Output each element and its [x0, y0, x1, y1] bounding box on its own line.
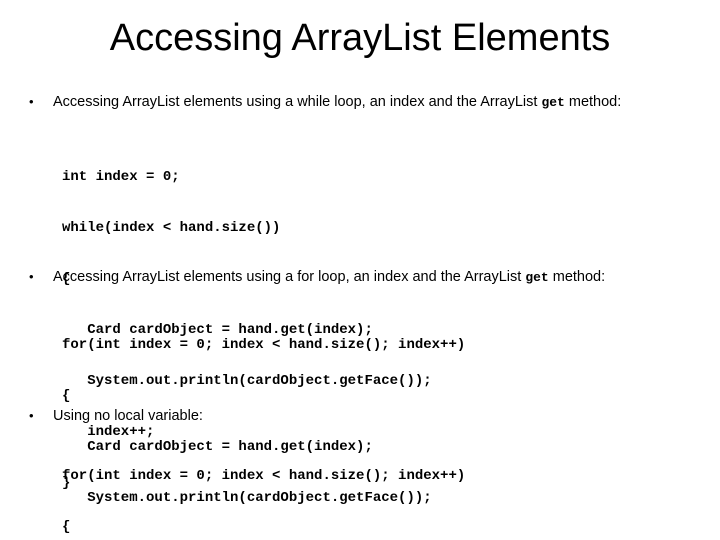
code-line: System.out.println(cardObject.getFace())… — [62, 490, 432, 506]
inline-code-keyword: get — [525, 270, 549, 285]
code-line: while(index < hand.size()) — [62, 220, 281, 236]
code-line: int index = 0; — [62, 169, 180, 185]
bullet-text-prefix: Accessing ArrayList elements using a whi… — [53, 94, 542, 110]
code-line: Card cardObject = hand.get(index); — [62, 439, 373, 455]
bullet-text-suffix: method: — [548, 269, 606, 285]
bullet-text: Using no local variable: — [53, 408, 203, 424]
bullet-text-prefix: Accessing ArrayList elements using a for… — [53, 269, 526, 285]
code-line: for(int index = 0; index < hand.size(); … — [62, 468, 466, 484]
code-block-while-loop: int index = 0; while(index < hand.size()… — [62, 135, 432, 526]
inline-code-keyword: get — [541, 95, 565, 110]
bullet-item-no-local-variable: • Using no local variable: — [29, 407, 712, 425]
bullet-text-suffix: method: — [564, 94, 622, 110]
code-line: { — [62, 388, 71, 404]
bullet-icon: • — [29, 408, 34, 423]
bullet-icon: • — [29, 94, 34, 109]
code-line: System.out.println(cardObject.getFace())… — [62, 373, 432, 389]
code-line: { — [62, 519, 71, 535]
bullet-icon: • — [29, 269, 34, 284]
code-line: { — [62, 271, 71, 287]
code-line: Card cardObject = hand.get(index); — [62, 322, 373, 338]
code-line: for(int index = 0; index < hand.size(); … — [62, 337, 466, 353]
code-line: index++; — [62, 424, 155, 440]
slide-title: Accessing ArrayList Elements — [109, 17, 611, 59]
bullet-item-while-loop: • Accessing ArrayList elements using a wh… — [29, 93, 712, 111]
code-block-for-loop: for(int index = 0; index < hand.size(); … — [62, 303, 465, 540]
bullet-item-for-loop: • Accessing ArrayList elements using a fo… — [29, 268, 712, 286]
code-block-no-local-variable: for(int index = 0; index < hand.size(); … — [62, 434, 474, 540]
code-line: } — [62, 475, 71, 491]
